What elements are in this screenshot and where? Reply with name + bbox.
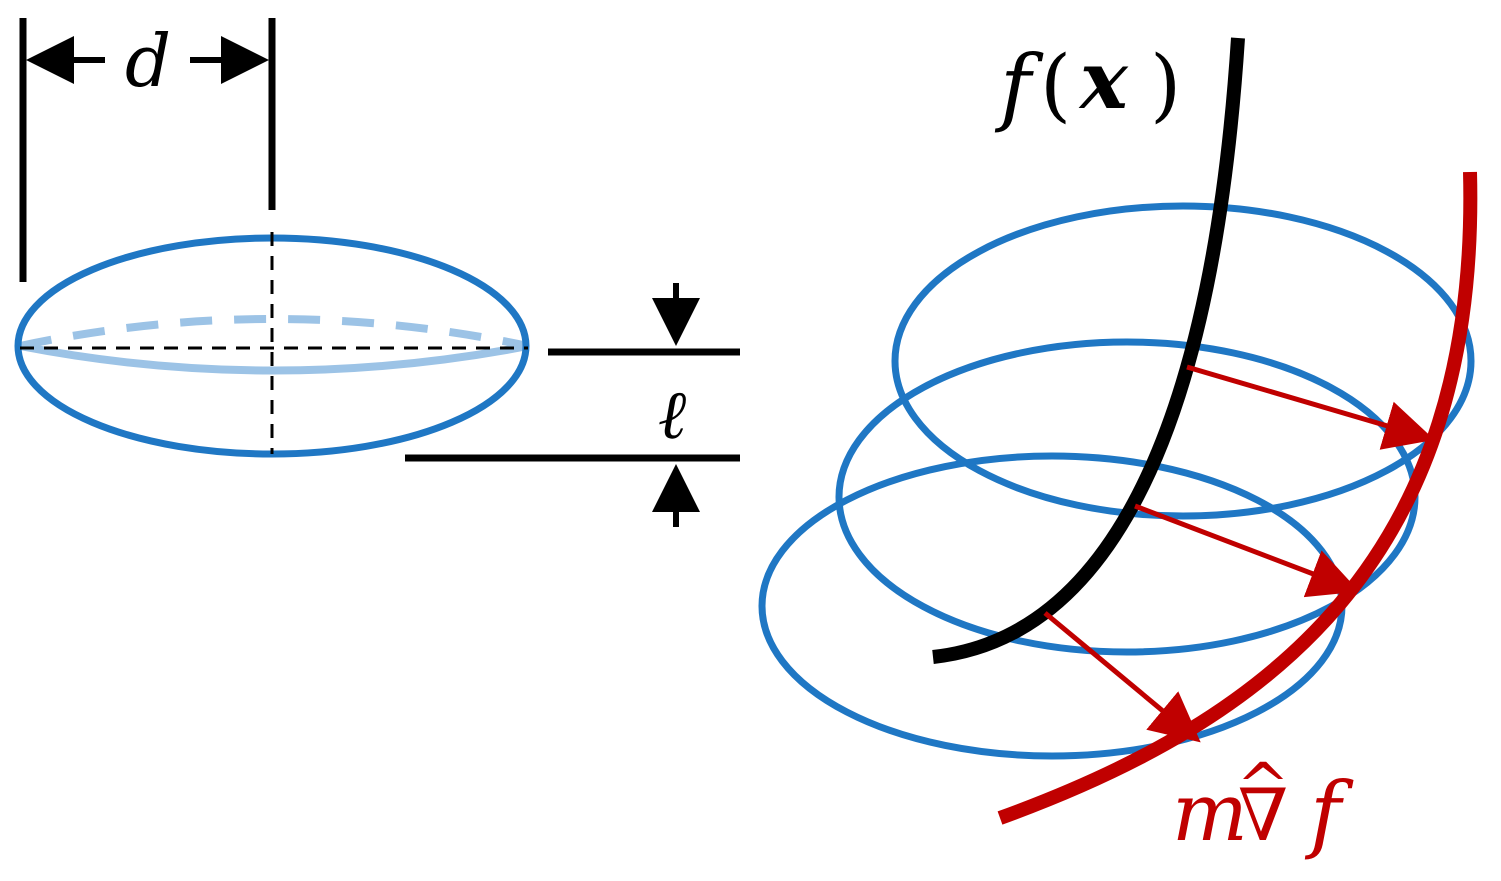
gradient-arrow-bottom (1043, 611, 1201, 743)
gradient-arrows (1043, 364, 1435, 743)
width-label: d (125, 19, 171, 103)
gradient-label-f: f (1304, 764, 1354, 862)
gradient-label-nabla: ∇ (1238, 773, 1288, 857)
function-label-f: f (994, 37, 1044, 135)
gradient-curve (997, 171, 1478, 825)
ellipsoid-group (14, 232, 530, 458)
function-curve (932, 37, 1245, 664)
function-label-x: x (1078, 33, 1129, 127)
gradient-arrow-middle (1134, 503, 1360, 598)
gradient-label-hat: ^ (1236, 750, 1290, 824)
width-dimension: d (19, 18, 276, 282)
thickness-label: ℓ (658, 376, 686, 455)
thickness-dimension: ℓ (405, 283, 740, 527)
stack-ellipse-top (891, 202, 1475, 520)
ellipsoid-front-equator (19, 342, 529, 375)
function-label: f ( x ) (994, 33, 1181, 135)
gradient-label: m ^ ∇ f (1172, 750, 1354, 862)
function-label-paren-close: ) (1150, 38, 1181, 131)
function-label-paren-open: ( (1040, 38, 1071, 131)
ellipsoid-back-equator (19, 315, 529, 350)
gradient-arrow-top (1186, 364, 1435, 450)
ellipsoid-outline (14, 234, 530, 458)
gradient-label-m: m (1172, 766, 1248, 859)
